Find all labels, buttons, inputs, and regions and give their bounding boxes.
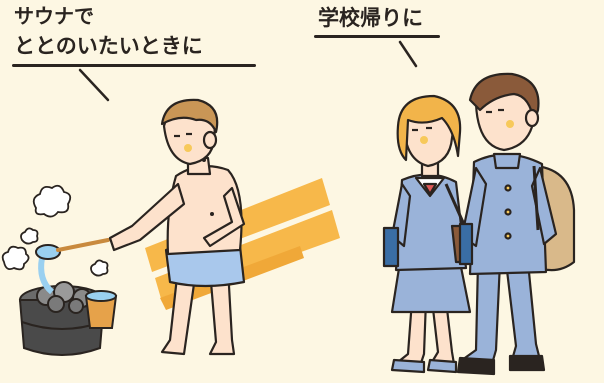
school-caption-underline <box>314 35 440 38</box>
sauna-stove <box>18 281 106 356</box>
schoolboy <box>456 72 576 376</box>
sauna-caption-line-2: ととのいたいときに <box>14 34 203 58</box>
sauna-caption-line-1: サウナで <box>14 4 94 28</box>
sauna-caption-underline <box>12 64 256 67</box>
steam-clouds <box>1 184 109 277</box>
sauna-man <box>108 98 246 356</box>
school-caption: 学校帰りに <box>318 6 423 30</box>
school-callout-line <box>398 40 418 68</box>
wooden-bucket <box>84 290 118 329</box>
sauna-callout-line <box>78 68 110 102</box>
ladle-water <box>35 238 110 295</box>
